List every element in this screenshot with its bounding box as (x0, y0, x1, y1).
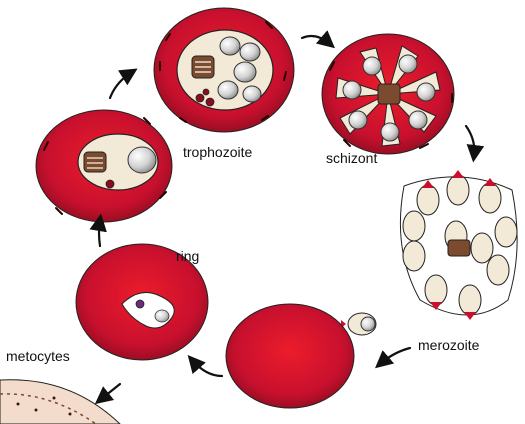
label-schizont: schizont (326, 150, 377, 166)
arrow-merozoite-to-rbc (380, 348, 410, 364)
trophozoite-cell (154, 8, 294, 132)
schizont-cell (322, 34, 454, 154)
merozoite-burst (400, 170, 517, 320)
arrow-ring-to-young-trophozoite (99, 220, 100, 246)
gametocyte-cell (0, 380, 120, 424)
label-trophozoite: trophozoite (183, 144, 252, 160)
arrow-schizont-to-merozoite (466, 126, 474, 156)
label-ring: ring (176, 248, 199, 264)
arrow-young-trophozoite-to-trophozoite (110, 72, 132, 98)
label-merozoite: merozoite (418, 337, 480, 353)
arrow-to-metocytes (100, 384, 120, 400)
arrow-rbc-to-ring (192, 360, 222, 376)
uninfected-rbc (226, 304, 354, 408)
young-trophozoite-cell (36, 110, 172, 222)
arrow-trophozoite-to-schizont (302, 36, 330, 44)
label-metocytes: metocytes (6, 348, 70, 364)
